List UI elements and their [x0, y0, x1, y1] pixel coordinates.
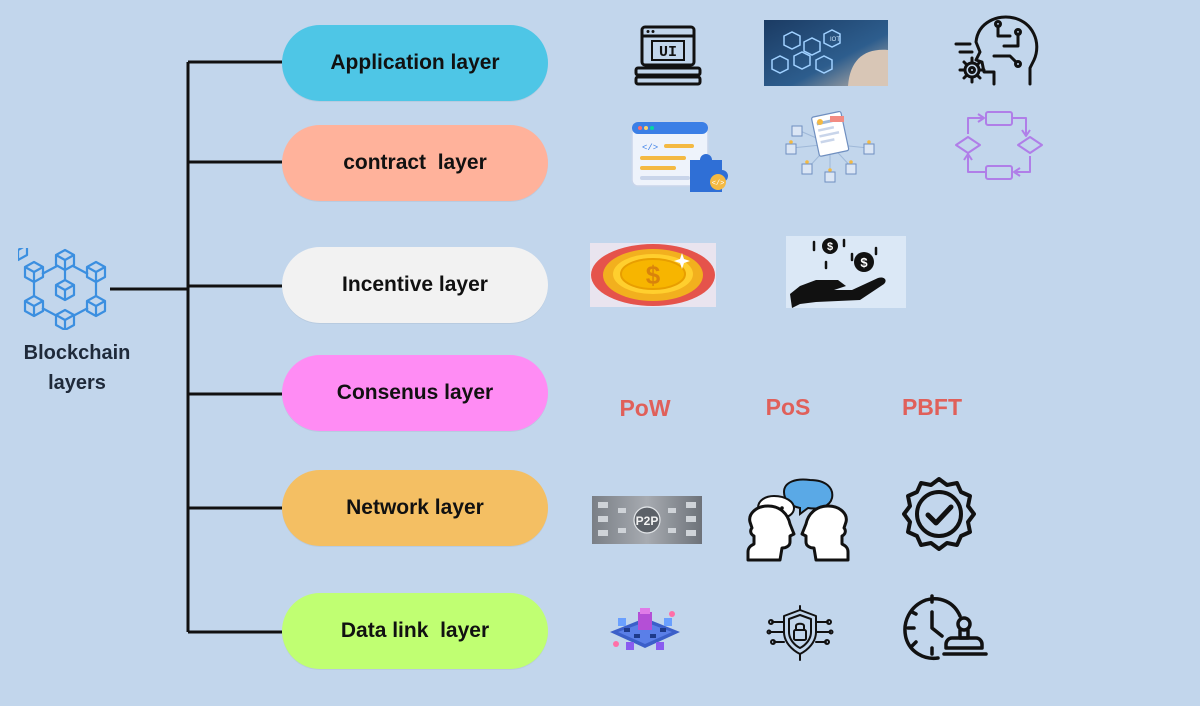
- consensus-pos: PoS: [765, 394, 811, 420]
- svg-text:IOT: IOT: [830, 37, 840, 43]
- layer-datalink-label: Data link layer: [340, 619, 490, 642]
- svg-text:P2P: P2P: [636, 514, 659, 528]
- blockchain-cubes-icon: [18, 248, 112, 330]
- svg-text:$: $: [646, 260, 661, 290]
- ui-window-icon: UI: [632, 24, 704, 88]
- code-puzzle-icon: </> </>: [630, 120, 732, 194]
- workflow-cycle-icon: [954, 110, 1044, 182]
- layer-network-label: Network layer: [346, 496, 484, 519]
- root-label: Blockchain layers: [4, 338, 150, 398]
- layer-consensus-label: Consenus layer: [336, 381, 494, 404]
- p2p-photo: P2P: [592, 496, 702, 544]
- layer-incentive: Incentive layer: [282, 247, 548, 323]
- svg-text:$: $: [860, 255, 868, 270]
- layer-application-label: Application layer: [330, 51, 500, 74]
- conversation-heads-icon: [744, 478, 852, 562]
- layer-application: Application layer: [282, 25, 548, 101]
- security-shield-circuit-icon: [766, 604, 834, 662]
- data-blocks-icon: [606, 604, 684, 658]
- hand-money-icon: $ $: [786, 236, 906, 308]
- svg-text:$: $: [827, 241, 833, 253]
- verified-badge-icon: [894, 476, 984, 560]
- root-label-line1: Blockchain: [23, 342, 131, 364]
- ai-head-gear-icon: [954, 12, 1044, 88]
- svg-text:</>: </>: [642, 143, 658, 153]
- consensus-pow: PoW: [619, 395, 671, 421]
- root-label-line2: layers: [48, 372, 106, 394]
- layer-network: Network layer: [282, 470, 548, 546]
- consensus-pbft: PBFT: [901, 394, 963, 420]
- svg-text:</>: </>: [712, 180, 725, 188]
- smart-contract-network-icon: [778, 108, 882, 184]
- layer-datalink: Data link layer: [282, 593, 548, 669]
- iot-network-photo: IOT: [764, 20, 888, 86]
- layer-contract: contract layer: [282, 125, 548, 201]
- layer-contract-label: contract layer: [343, 151, 487, 174]
- dollar-coin-icon: $: [590, 243, 716, 307]
- layer-incentive-label: Incentive layer: [342, 273, 488, 296]
- svg-text:UI: UI: [659, 44, 677, 61]
- layer-consensus: Consenus layer: [282, 355, 548, 431]
- timestamp-clock-stamp-icon: [900, 594, 994, 666]
